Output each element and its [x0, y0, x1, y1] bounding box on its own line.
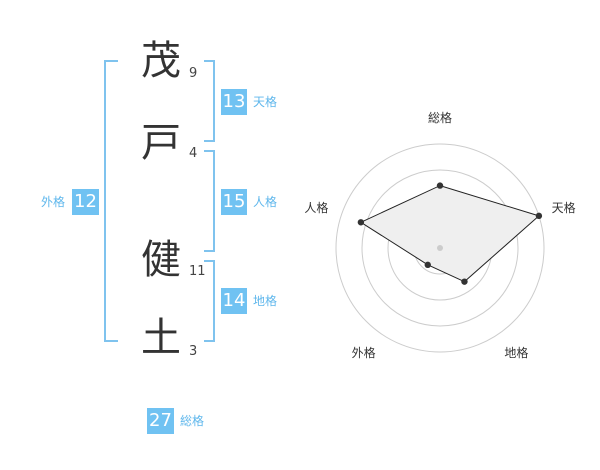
name-char-3: 健	[141, 237, 181, 283]
stroke-count-3: 11	[189, 264, 206, 279]
chikaku-bracket	[204, 260, 215, 342]
jinkaku-label: 人格	[253, 195, 278, 209]
soukaku-label: 総格	[180, 414, 205, 428]
chikaku-value: 14	[221, 288, 247, 314]
stroke-count-2: 4	[189, 146, 198, 161]
radar-ring-3	[361, 169, 519, 327]
stroke-count-4: 3	[189, 344, 198, 359]
radar-axis-label-4: 外格	[352, 345, 376, 360]
name-char-2: 戸	[141, 120, 181, 166]
stroke-count-1: 9	[189, 66, 198, 81]
jinkaku-bracket	[204, 150, 215, 252]
gaikaku-value: 12	[72, 189, 99, 215]
radar-ring-4	[335, 143, 545, 353]
soukaku-value: 27	[147, 408, 174, 434]
jinkaku-value: 15	[221, 189, 247, 215]
radar-area	[359, 185, 540, 283]
radar-center	[437, 245, 443, 251]
radar-point-3	[461, 278, 468, 285]
radar-axis-label-3: 地格	[504, 345, 528, 360]
radar-point-4	[424, 261, 431, 269]
name-char-4: 土	[141, 315, 181, 361]
name-char-1: 茂	[141, 38, 181, 84]
gaikaku-label: 外格	[41, 195, 66, 209]
radar-axis-label-5: 人格	[304, 200, 328, 215]
radar-axis-label-1: 総格	[428, 110, 452, 125]
radar-point-5	[357, 219, 365, 226]
radar-point-2	[535, 212, 543, 220]
chikaku-label: 地格	[253, 294, 278, 308]
tenkaku-value: 13	[221, 89, 247, 115]
gaikaku-bracket	[104, 60, 118, 342]
radar-point-1	[436, 182, 444, 189]
radar-axis-label-2: 天格	[552, 200, 576, 215]
tenkaku-bracket	[204, 60, 215, 142]
tenkaku-label: 天格	[253, 95, 278, 109]
